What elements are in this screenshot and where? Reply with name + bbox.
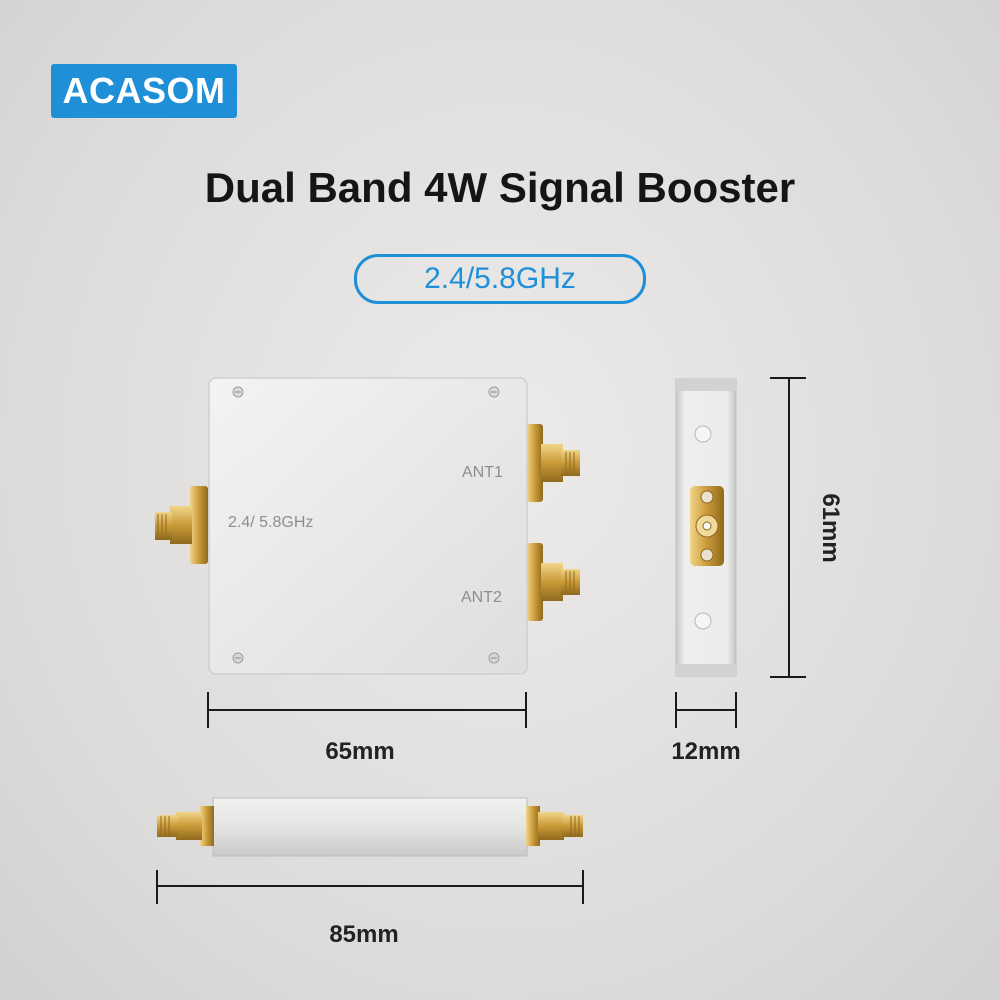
screw-icon	[232, 652, 244, 664]
sma-connector-left-icon	[157, 806, 214, 846]
sma-connector-side-icon	[690, 486, 724, 566]
ant2-port-label: ANT2	[461, 589, 502, 606]
screw-icon	[232, 386, 244, 398]
front-view	[155, 377, 580, 675]
sma-connector-input-icon	[155, 486, 208, 564]
height-dimension-label: 61mm	[817, 493, 844, 563]
ant1-port-label: ANT1	[462, 464, 503, 481]
dimension-line-depth	[675, 692, 737, 728]
width-dimension-label: 65mm	[325, 738, 395, 765]
frequency-badge-text: 2.4/5.8GHz	[424, 262, 576, 295]
brand-logo-text: ACASOM	[62, 70, 226, 111]
length-dimension-label: 85mm	[329, 921, 399, 948]
frequency-badge: 2.4/5.8GHz	[354, 254, 646, 304]
depth-dimension-label: 12mm	[671, 738, 741, 765]
front-housing	[208, 377, 528, 675]
dimension-line-width	[207, 692, 527, 728]
screw-icon	[488, 652, 500, 664]
dimension-line-height	[770, 377, 806, 678]
side-view	[675, 378, 737, 677]
product-title: Dual Band 4W Signal Booster	[204, 164, 796, 211]
mounting-hole-icon	[694, 425, 712, 443]
top-view	[157, 797, 583, 857]
dimension-line-length	[156, 870, 584, 904]
input-port-label: 2.4/ 5.8GHz	[228, 514, 314, 531]
top-housing	[212, 797, 528, 857]
screw-icon	[488, 386, 500, 398]
brand-logo: ACASOM	[51, 64, 237, 118]
sma-connector-ant1-icon	[527, 424, 580, 502]
sma-connector-right-icon	[526, 806, 583, 846]
sma-connector-ant2-icon	[527, 543, 580, 621]
mounting-hole-icon	[694, 612, 712, 630]
